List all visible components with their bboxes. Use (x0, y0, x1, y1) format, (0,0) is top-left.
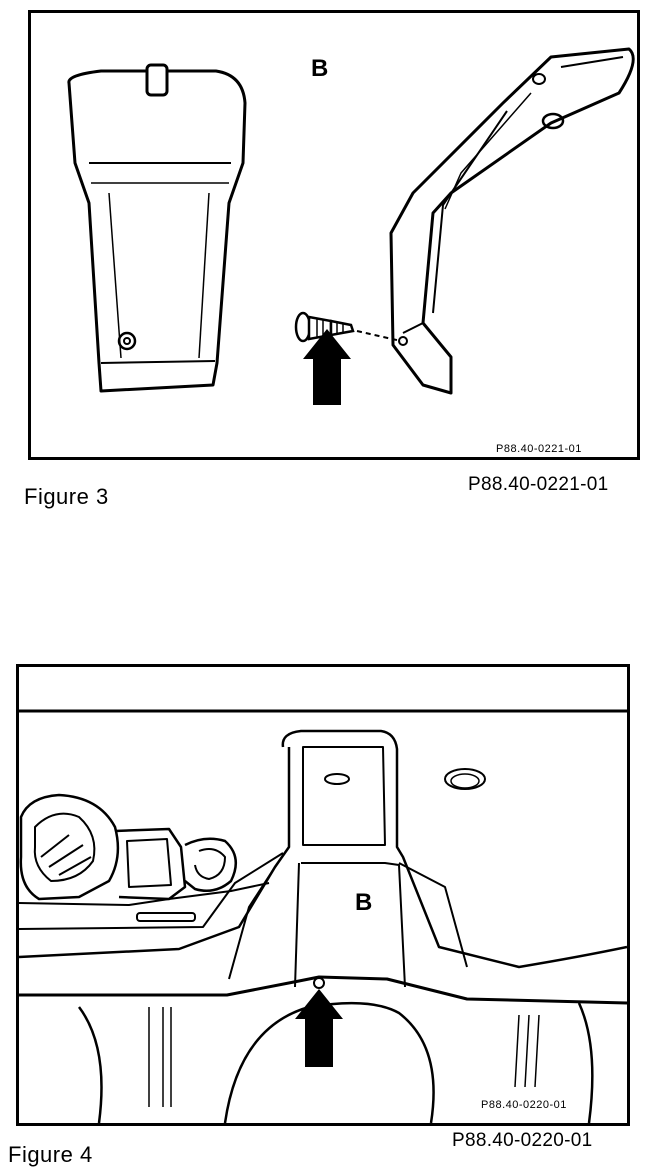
figure-3-code: P88.40-0221-01 (468, 474, 609, 495)
arrow-icon (295, 989, 343, 1067)
part-label-b: B (311, 55, 329, 82)
figure-4-caption: Figure 4 (8, 1142, 93, 1167)
connector-assembly (19, 793, 270, 922)
part-label-b: B (355, 889, 373, 916)
figure-4-panel: B P88.40-0220-01 (16, 664, 630, 1126)
figure-3-panel: B P88.40-0221-01 (28, 10, 640, 460)
cover-part-side-view (389, 47, 635, 395)
figure-4-drawing (19, 709, 627, 1123)
figure-4-code: P88.40-0220-01 (452, 1130, 593, 1151)
figure-3-drawing (67, 47, 635, 405)
body-panel-structure (19, 709, 627, 1123)
dashed-guide-line (356, 330, 402, 342)
figure-3-caption: Figure 3 (24, 484, 109, 509)
cover-part-front-view (67, 63, 247, 393)
figure-3-inner-code: P88.40-0221-01 (496, 443, 582, 455)
arrow-icon (303, 329, 351, 405)
figure-4-inner-code: P88.40-0220-01 (481, 1099, 567, 1111)
